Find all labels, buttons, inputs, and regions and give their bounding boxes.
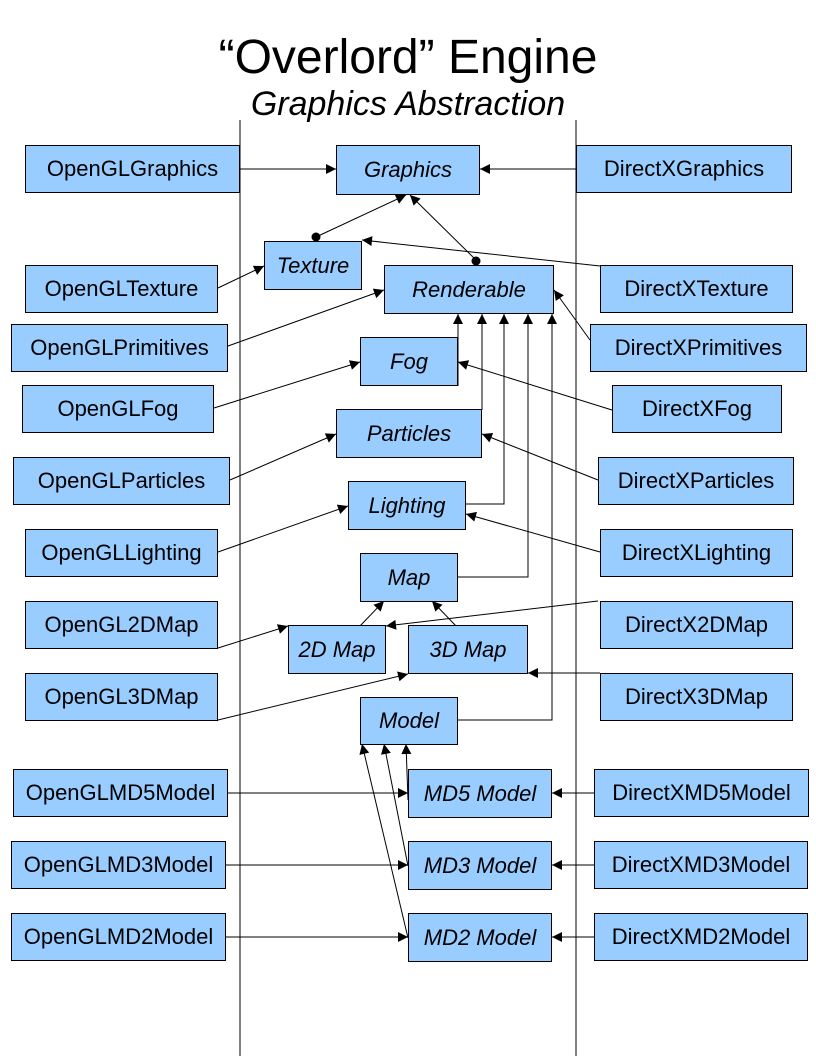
directx-md3model-class: DirectXMD3Model [594,841,808,889]
md3-model-class: MD3 Model [408,841,552,890]
particles-class: Particles [336,409,482,458]
directx-md2model-class: DirectXMD2Model [594,913,808,961]
diagram-title: “Overlord” Engine [218,31,598,84]
opengl-map3d-connector [217,671,409,721]
graphics-class: Graphics [336,145,480,195]
model-class: Model [360,697,458,745]
directx-primitives-connector [553,289,591,341]
map-class: Map [360,553,458,602]
md3-model-connector [381,743,409,867]
opengl-md3model-class: OpenGLMD3Model [11,841,226,889]
opengl-map2d-connector [217,624,289,649]
map3d-class: 3D Map [408,625,528,674]
md2-model-class: MD2 Model [408,913,552,962]
opengl-texture-connector [217,265,265,289]
directx-primitives-class: DirectXPrimitives [590,324,807,372]
opengl-fog-connector [213,360,361,409]
map2d-map-connector [359,600,385,627]
model-renderable-connector [458,314,557,721]
fog-class: Fog [360,337,458,386]
opengl-particles-class: OpenGLParticles [13,457,230,505]
directx-texture-class: DirectXTexture [600,265,793,313]
directx-texture-connector [361,236,601,267]
md5-model-class: MD5 Model [408,769,552,818]
map2d-class: 2D Map [288,625,386,674]
directx-fog-class: DirectXFog [612,385,782,433]
lighting-class: Lighting [348,481,466,530]
opengl-lighting-connector [217,504,349,553]
opengl-primitives-class: OpenGLPrimitives [11,324,228,372]
opengl-md2model-class: OpenGLMD2Model [11,913,226,961]
opengl-particles-connector [229,433,337,481]
renderable-class: Renderable [384,265,554,314]
lighting-renderable-connector [466,314,509,505]
map-renderable-connector [458,314,533,578]
opengl-texture-class: OpenGLTexture [25,265,218,313]
directx-lighting-connector [465,511,601,553]
opengl-3dmap-class: OpenGL3DMap [25,673,218,721]
directx-3dmap-class: DirectX3DMap [600,673,793,721]
texture-aggregation-dot [311,232,321,242]
directx-2dmap-class: DirectX2DMap [600,601,793,649]
opengl-lighting-class: OpenGLLighting [25,529,218,577]
directx-particles-class: DirectXParticles [598,457,794,505]
directx-graphics-class: DirectXGraphics [576,145,792,193]
opengl-fog-class: OpenGLFog [22,385,214,433]
opengl-2dmap-class: OpenGL2DMap [25,601,218,649]
opengl-graphics-class: OpenGLGraphics [25,145,240,193]
texture-graphics-connector [315,194,407,238]
directx-particles-connector [481,433,599,481]
map3d-map-connector [431,600,457,627]
opengl-primitives-connector [227,288,385,347]
texture-class: Texture [264,241,362,290]
diagram-subtitle: Graphics Abstraction [250,85,566,123]
opengl-md5model-class: OpenGLMD5Model [13,769,228,817]
md2-model-connector [359,743,409,939]
directx-map2d-connector [385,600,599,630]
renderable-aggregation-dot [471,256,481,266]
directx-fog-connector [457,360,613,411]
directx-md5model-class: DirectXMD5Model [594,769,809,817]
directx-lighting-class: DirectXLighting [600,529,793,577]
renderable-graphics-connector [409,194,477,261]
